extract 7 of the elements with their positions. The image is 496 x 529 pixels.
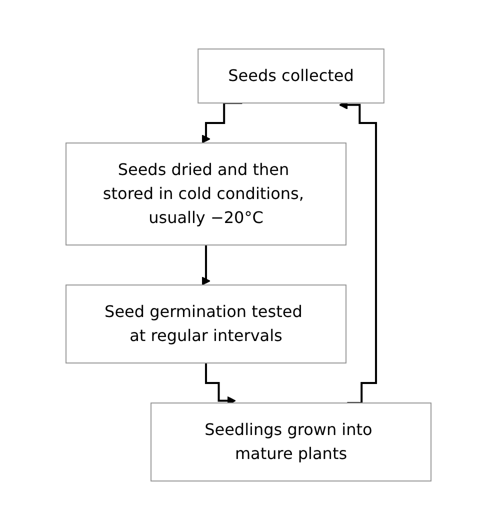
node-box: Seed germination tested at regular intervals <box>65 284 346 363</box>
node-box: Seeds collected <box>197 48 384 103</box>
arrow <box>201 244 210 285</box>
arrow <box>204 362 236 405</box>
node-box: Seedlings grown into mature plants <box>150 402 431 481</box>
node-box: Seeds dried and then stored in cold conditions, usually −20°C <box>65 142 346 245</box>
arrow <box>201 102 242 143</box>
